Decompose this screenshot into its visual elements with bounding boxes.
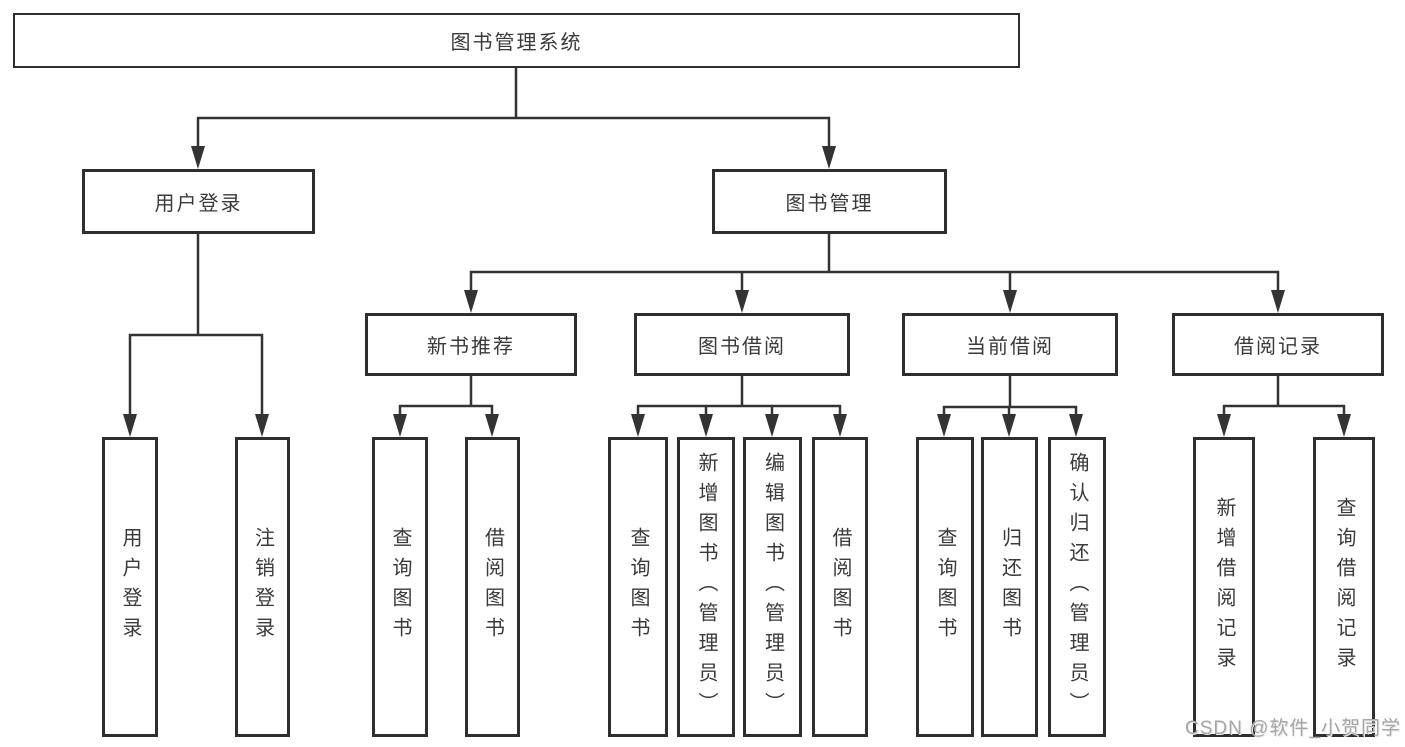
arrowhead: [735, 290, 749, 313]
connector-current-borrow-to-leaves: [942, 376, 1078, 418]
leaf-user-login: 用户登录: [102, 437, 158, 737]
arrowhead: [699, 414, 713, 437]
leaf-edit-book-admin: 编辑图书（管理员）: [743, 437, 802, 737]
leaf-label: 确认归还（管理员）: [1066, 452, 1088, 722]
leaf-label: 查询图书: [627, 527, 649, 647]
connector-book-borrow-to-leaves: [636, 376, 842, 418]
leaf-logout: 注销登录: [235, 437, 290, 737]
leaf-query-borrow-record: 查询借阅记录: [1313, 437, 1375, 737]
leaf-borrow-book-1: 借阅图书: [465, 437, 520, 737]
leaf-label: 编辑图书（管理员）: [761, 452, 784, 722]
arrowheads: [123, 146, 1351, 437]
leaf-label: 新增图书（管理员）: [695, 452, 717, 722]
leaf-label: 新增借阅记录: [1213, 497, 1235, 677]
leaf-label: 查询借阅记录: [1333, 497, 1355, 677]
leaf-return-book: 归还图书: [981, 437, 1038, 737]
leaf-query-book-3: 查询图书: [916, 437, 974, 737]
leaf-confirm-return-admin: 确认归还（管理员）: [1048, 437, 1106, 737]
node-current-borrow: 当前借阅: [902, 313, 1118, 376]
connector-new-book-rec-to-leaves: [398, 376, 494, 418]
arrowhead: [631, 414, 645, 437]
connector-book-manage-to-level3: [469, 234, 1280, 294]
node-new-book-rec: 新书推荐: [365, 313, 577, 376]
node-borrow-record: 借阅记录: [1172, 313, 1384, 376]
node-user-login: 用户登录: [82, 169, 315, 234]
leaf-query-book-1: 查询图书: [372, 437, 428, 737]
leaf-add-borrow-record: 新增借阅记录: [1193, 437, 1255, 737]
node-book-borrow: 图书借阅: [634, 313, 850, 376]
arrowhead: [191, 146, 205, 169]
leaf-label: 查询图书: [389, 527, 411, 647]
arrowhead: [485, 414, 499, 437]
leaf-label: 借阅图书: [829, 527, 851, 647]
arrowhead: [833, 414, 847, 437]
leaf-query-book-2: 查询图书: [608, 437, 668, 737]
arrowhead: [123, 414, 137, 437]
connector-root-to-level2: [196, 68, 831, 150]
arrowhead: [765, 414, 779, 437]
arrowhead: [937, 414, 951, 437]
arrowhead: [1003, 290, 1017, 313]
arrowhead: [1271, 290, 1285, 313]
leaf-borrow-book-2: 借阅图书: [812, 437, 868, 737]
arrowhead: [1217, 414, 1231, 437]
csdn-watermark: CSDN @软件_小贺同学: [1185, 718, 1401, 739]
leaf-label: 用户登录: [119, 527, 141, 647]
arrowhead: [1337, 414, 1351, 437]
leaf-label: 归还图书: [998, 527, 1021, 647]
arrowhead: [1069, 414, 1083, 437]
arrowhead: [255, 414, 269, 437]
arrowhead: [1002, 414, 1016, 437]
leaf-label: 查询图书: [934, 527, 956, 647]
arrowhead: [464, 290, 478, 313]
leaf-label: 借阅图书: [481, 527, 504, 647]
leaf-add-book-admin: 新增图书（管理员）: [677, 437, 735, 737]
leaf-label: 注销登录: [251, 527, 274, 647]
arrowhead: [393, 414, 407, 437]
connector-user-login-to-leaves: [128, 233, 264, 418]
connector-borrow-record-to-leaves: [1222, 376, 1346, 418]
node-book-manage: 图书管理: [712, 169, 947, 234]
node-root-system: 图书管理系统: [13, 13, 1020, 68]
arrowhead: [822, 146, 836, 169]
